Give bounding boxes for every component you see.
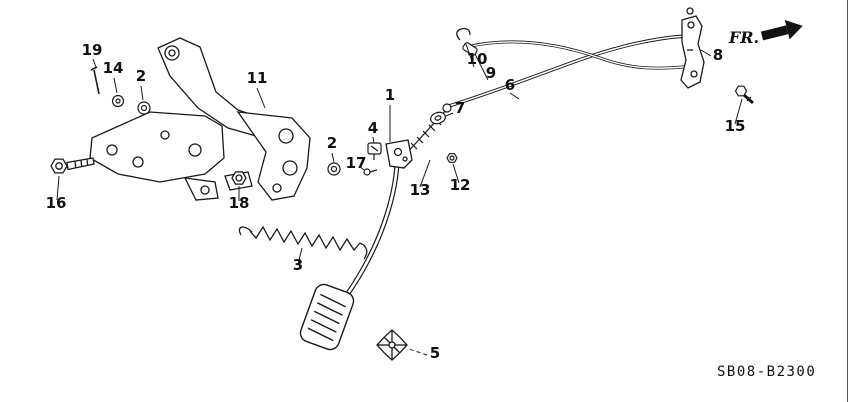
part-label-15: 15 [725, 117, 746, 135]
fr-label: FR. [728, 28, 759, 47]
bolt-16 [50, 157, 95, 174]
accelerator-pedal-arm [299, 139, 413, 351]
part-label-5: 5 [430, 344, 440, 362]
bolt-15 [734, 85, 754, 105]
part-label-3: 3 [293, 256, 303, 274]
part-label-2b: 2 [327, 134, 337, 152]
part-label-2a: 2 [136, 67, 146, 85]
leader-lines [56, 43, 743, 356]
throttle-cable [430, 27, 699, 125]
pedal-arm-top-bracket [385, 139, 413, 169]
part-label-19: 19 [82, 41, 103, 59]
switch-4 [367, 142, 382, 160]
part-label-14: 14 [103, 59, 124, 77]
diagram-code: SB08-B2300 [717, 364, 816, 380]
part-label-1: 1 [385, 86, 395, 104]
part-label-7: 7 [455, 99, 465, 117]
nut-18 [231, 171, 247, 185]
part-label-11: 11 [247, 69, 268, 87]
part-label-10: 10 [467, 50, 488, 68]
pedal-pad [299, 283, 355, 351]
part-label-9: 9 [486, 64, 496, 82]
pedal-bracket-assembly [89, 37, 311, 201]
part-label-12: 12 [450, 176, 471, 194]
cable-clip [456, 27, 471, 41]
part-label-13: 13 [410, 181, 431, 199]
return-spring [238, 225, 368, 260]
pivot-pin-19 [90, 66, 100, 95]
fr-arrow-icon [760, 20, 803, 41]
fr-direction-arrow: FR. [728, 20, 803, 47]
part-label-6: 6 [505, 76, 515, 94]
washer-14 [111, 94, 125, 108]
nut-12 [446, 153, 458, 163]
washer-2-left [137, 101, 151, 115]
part-label-8: 8 [713, 46, 723, 64]
part-label-18: 18 [229, 194, 250, 212]
pedal-stopper [376, 329, 408, 361]
cable-grommet [430, 111, 446, 125]
washer-2-right [327, 162, 341, 176]
part-labels: 19 14 2 11 10 9 8 6 7 1 4 2 17 13 12 15 … [46, 41, 746, 362]
part-label-4: 4 [368, 119, 378, 137]
cable-bracket [680, 7, 705, 89]
bolt-17 [363, 168, 378, 176]
part-label-17: 17 [346, 154, 367, 172]
part-label-16: 16 [46, 194, 67, 212]
